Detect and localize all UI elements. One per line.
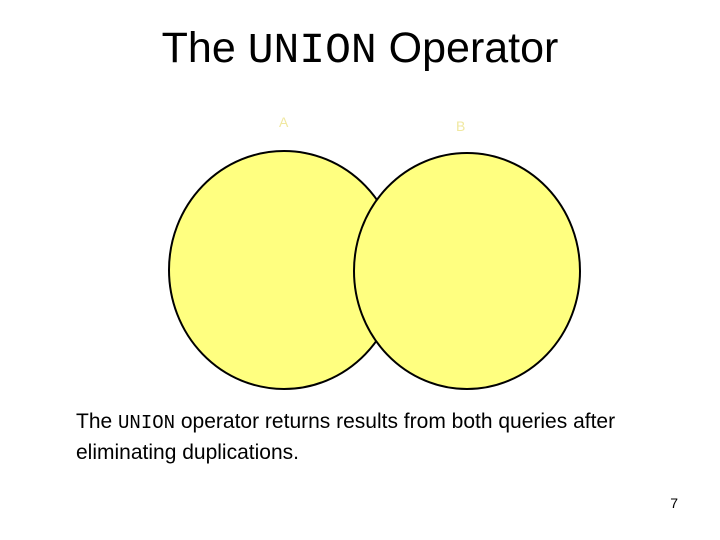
title-code-keyword: UNION (247, 26, 377, 75)
caption-lead: The (76, 410, 119, 433)
title-suffix: Operator (376, 24, 559, 72)
set-a-label: A (279, 114, 289, 130)
set-b-label: B (456, 118, 466, 134)
set-b-circle (353, 152, 581, 390)
slide-caption: The UNION operator returns results from … (76, 407, 676, 468)
caption-rest: operator returns results from both queri… (76, 410, 616, 464)
page-number: 7 (670, 495, 678, 511)
caption-code-keyword: UNION (118, 412, 176, 434)
title-prefix: The (161, 24, 248, 72)
slide-title: The UNION Operator (0, 22, 720, 77)
